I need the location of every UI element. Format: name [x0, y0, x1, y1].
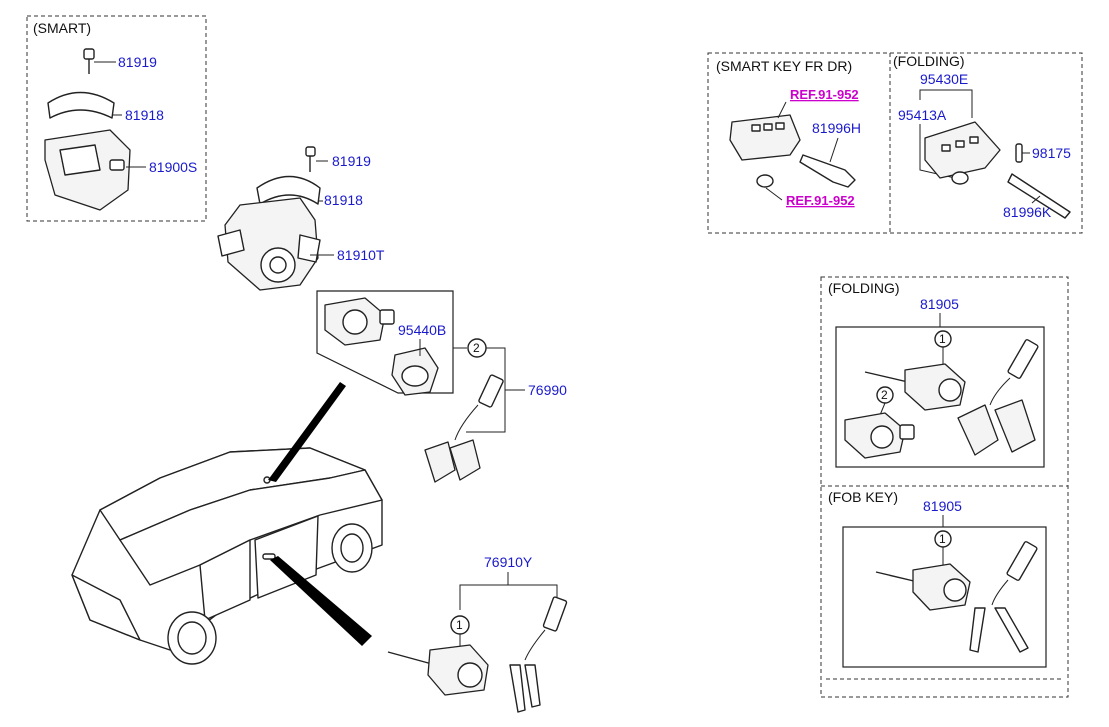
- ignition-cylinder-part: [324, 297, 395, 346]
- door-lock-keys: [509, 596, 568, 713]
- bracket-81918-smart: [47, 91, 115, 119]
- emergency-key-81996H: [799, 154, 856, 188]
- group-label-folding-top: (FOLDING): [893, 53, 965, 69]
- fob-keys-76990: [424, 374, 504, 483]
- group-label-smart: (SMART): [33, 20, 91, 36]
- bracket-95430E: [919, 89, 973, 118]
- reference-ref-a[interactable]: REF.91-952: [790, 87, 859, 102]
- part-number-95413A[interactable]: 95413A: [898, 107, 947, 123]
- blade-81996K: [1007, 173, 1071, 219]
- bracket-76910Y: [459, 584, 558, 610]
- part-number-81918-a[interactable]: 81918: [125, 107, 164, 123]
- fob-keys: [969, 541, 1038, 653]
- leader-ref-b: [765, 187, 783, 201]
- leader-81996H: [829, 137, 839, 163]
- pin-98175: [1015, 143, 1023, 163]
- callout-2-main: 2: [473, 341, 480, 355]
- door-lock-cylinder: [387, 644, 489, 696]
- part-number-95440B[interactable]: 95440B: [398, 322, 446, 338]
- group-label-folding-right: (FOLDING): [828, 280, 900, 296]
- folding-keys: [957, 339, 1039, 456]
- callout-1-fob: 1: [939, 532, 946, 546]
- bolt-81919: [305, 146, 316, 172]
- coin-battery: [756, 174, 774, 188]
- smart-key-fob: [729, 114, 801, 161]
- part-number-76990[interactable]: 76990: [528, 382, 567, 398]
- part-number-76910Y[interactable]: 76910Y: [484, 554, 533, 570]
- fob-inner-box: [842, 526, 1047, 668]
- part-number-81910T[interactable]: 81910T: [337, 247, 385, 263]
- reference-ref-b[interactable]: REF.91-952: [786, 193, 855, 208]
- leader-ref-a: [777, 101, 787, 119]
- arrow-to-door-lock: [270, 556, 372, 646]
- arrow-to-ignition: [268, 382, 346, 482]
- part-number-81918-b[interactable]: 81918: [324, 192, 363, 208]
- part-number-81996K[interactable]: 81996K: [1003, 204, 1052, 220]
- immobilizer-coil-95440B: [391, 347, 439, 396]
- callout-1-folding: 1: [939, 332, 946, 346]
- part-number-81919-b[interactable]: 81919: [332, 153, 371, 169]
- folding-key-fob: [924, 121, 1001, 179]
- group-label-fob-key: (FOB KEY): [828, 489, 898, 505]
- key-group-box: [707, 52, 1083, 234]
- part-number-81905-a[interactable]: 81905: [920, 296, 959, 312]
- folding-fob-group-box: [820, 276, 1069, 698]
- bracket-81918: [256, 175, 321, 205]
- part-number-81905-b[interactable]: 81905: [923, 498, 962, 514]
- part-number-81919-a[interactable]: 81919: [118, 54, 157, 70]
- group-label-smart-key-fr-dr: (SMART KEY FR DR): [716, 58, 852, 74]
- callout-2-folding: 2: [881, 388, 888, 402]
- folding-cylinder-a: [864, 363, 966, 411]
- callout-1-main: 1: [456, 618, 463, 632]
- bolt-81919-smart: [83, 48, 95, 74]
- car-illustration: [71, 447, 383, 665]
- folding-cylinder-b: [844, 412, 915, 459]
- part-number-81996H[interactable]: 81996H: [812, 120, 861, 136]
- part-number-81900S[interactable]: 81900S: [149, 159, 197, 175]
- part-number-95430E[interactable]: 95430E: [920, 71, 968, 87]
- folding-battery: [951, 171, 969, 185]
- lock-body-81900S: [44, 129, 131, 211]
- leader-81996K: [1031, 195, 1041, 204]
- part-number-98175[interactable]: 98175: [1032, 145, 1071, 161]
- smart-group-box: [26, 15, 207, 222]
- lock-assembly-81910T: [217, 197, 321, 291]
- fob-cylinder: [875, 563, 971, 611]
